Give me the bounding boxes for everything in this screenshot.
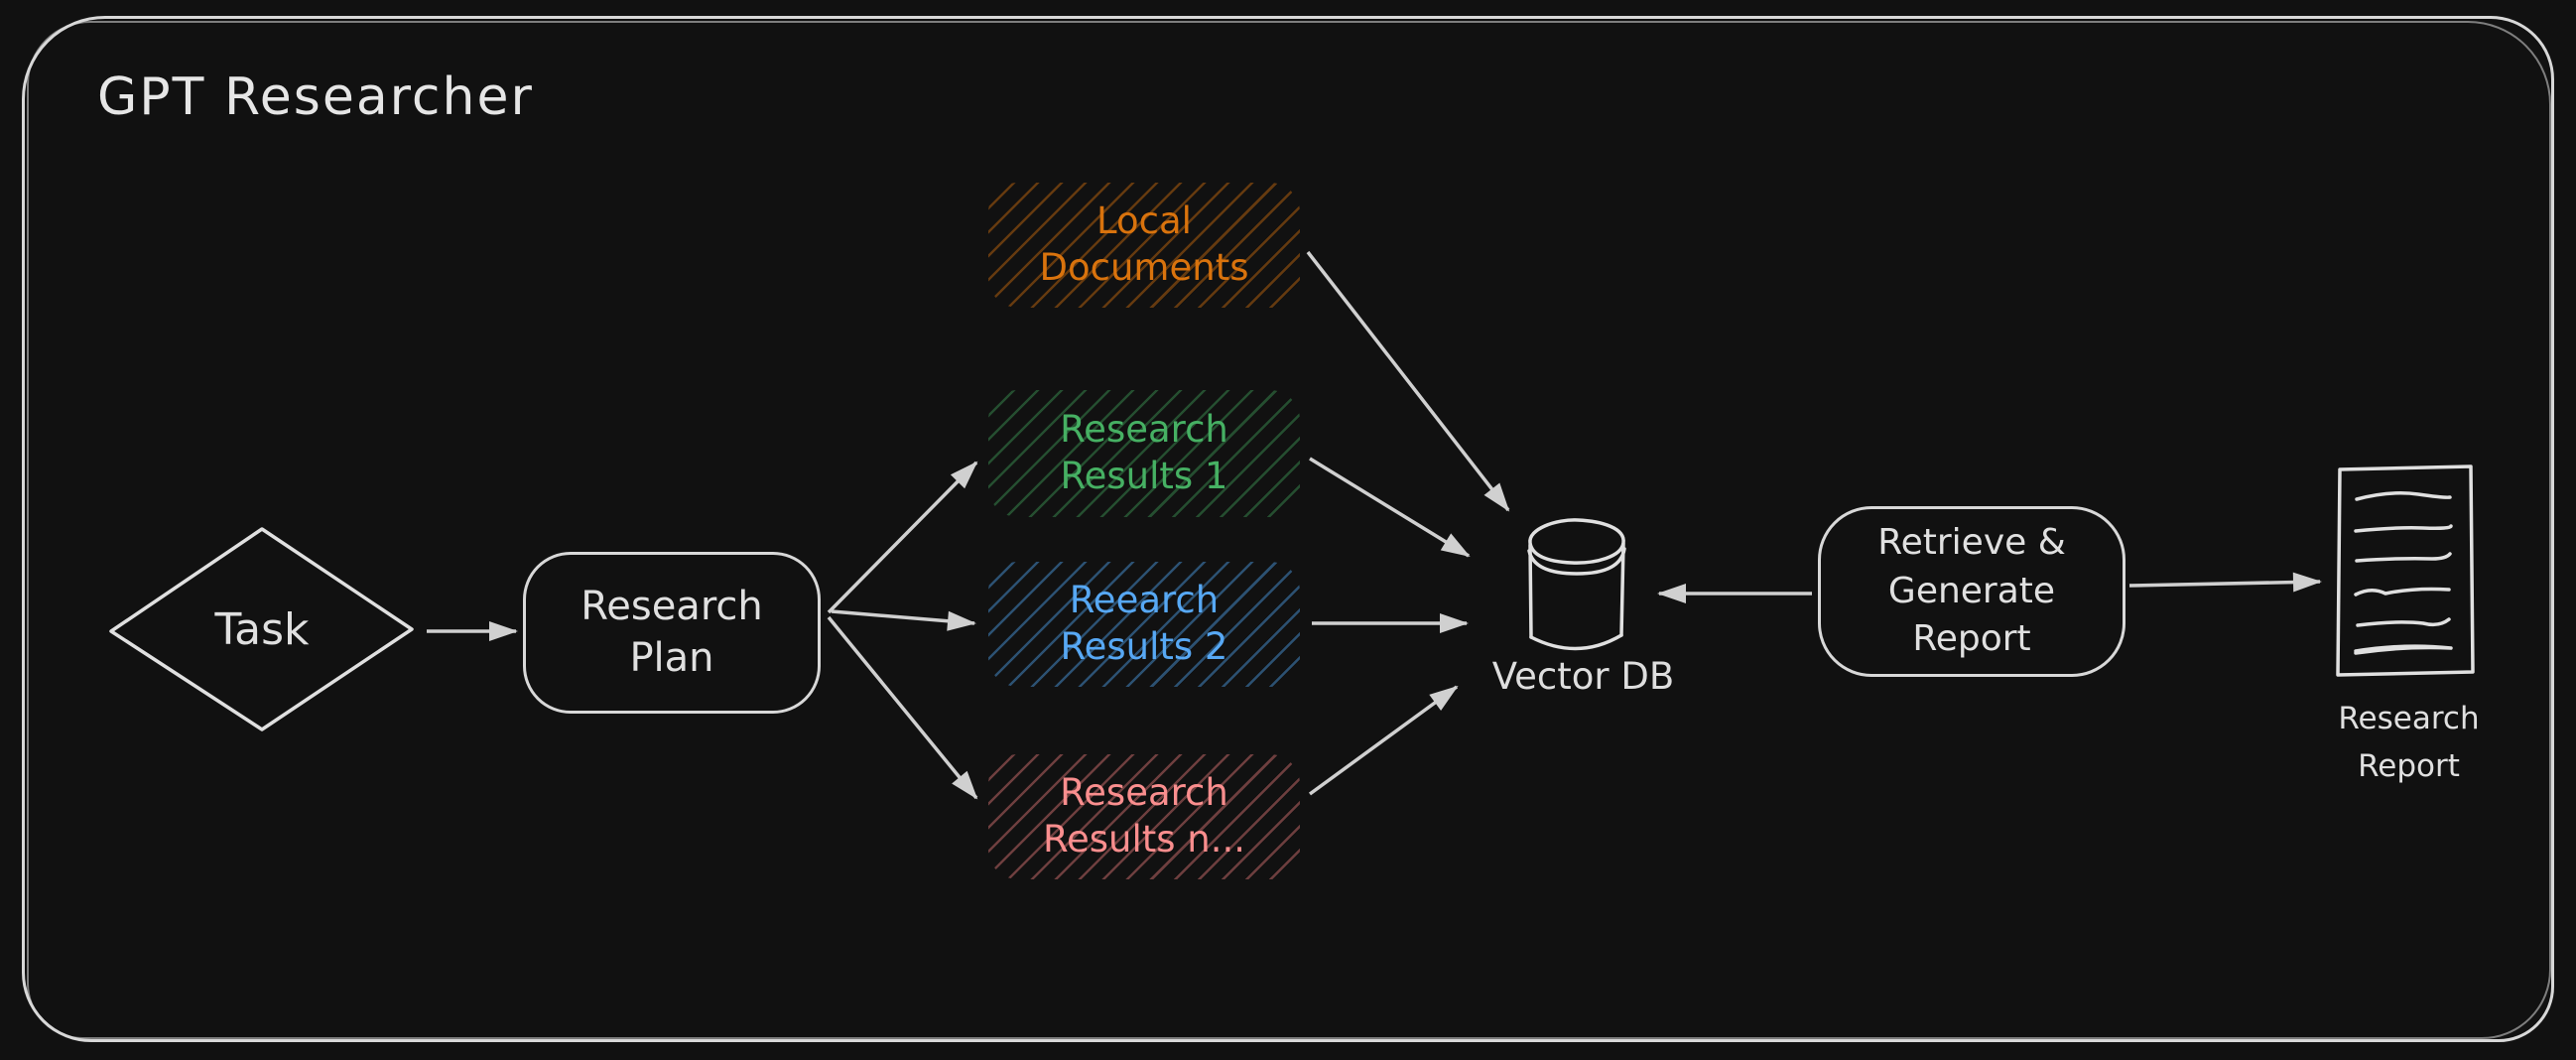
arrow-plan-to-results-1 — [827, 461, 978, 614]
node-local-documents: Local Documents — [988, 183, 1300, 308]
arrow-retrieve-results-n-to-vector-db — [1308, 685, 1459, 796]
task-label: Task — [214, 603, 310, 655]
node-research-results-2: Reearch Results 2 — [988, 562, 1300, 687]
document-icon — [2336, 464, 2475, 677]
node-research-plan: Research Plan — [523, 552, 821, 714]
database-icon — [1527, 518, 1626, 651]
arrow-plan-to-results-2 — [831, 609, 976, 631]
node-vector-db — [1518, 512, 1635, 659]
arrow-results-1-to-vector-db — [1309, 457, 1471, 558]
arrow-local-documents-to-vector-db — [1306, 250, 1510, 512]
arrow-retrieve-to-research-report — [2128, 572, 2322, 593]
node-research-results-n: Research Results n... — [988, 754, 1300, 879]
diagram-title: GPT Researcher — [97, 67, 534, 127]
node-retrieve-generate-report: Retrieve & Generate Report — [1818, 506, 2125, 677]
node-research-results-1: Research Results 1 — [988, 390, 1300, 517]
arrow-plan-to-results-n — [827, 615, 978, 800]
vector-db-label: Vector DB — [1491, 655, 1675, 698]
research-report-label: Research Report — [2338, 701, 2480, 785]
node-task: Task — [102, 522, 422, 736]
node-research-report — [2330, 463, 2479, 679]
diamond-shape — [109, 527, 414, 731]
